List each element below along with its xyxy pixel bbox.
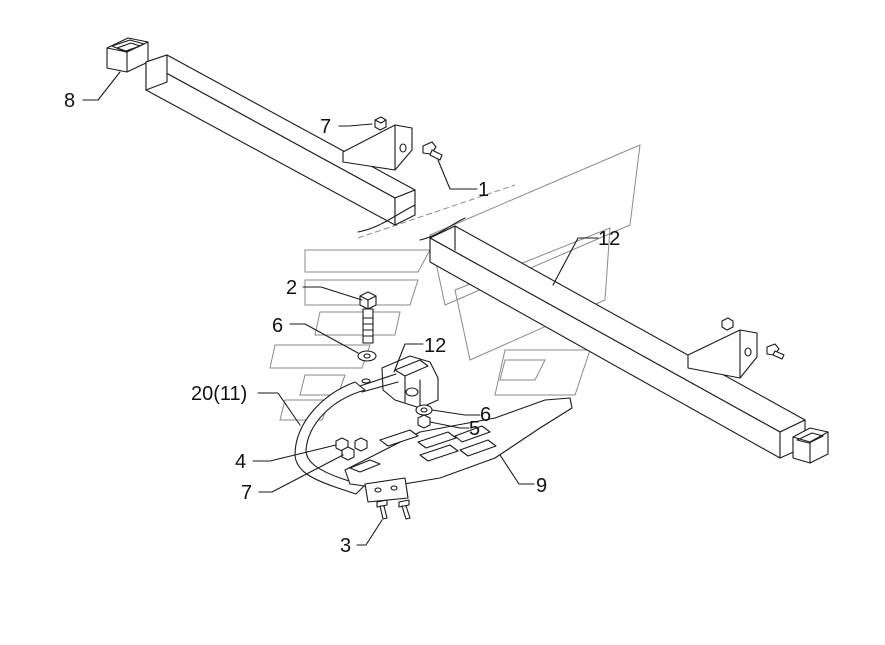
shoe-share — [344, 397, 573, 503]
washer-lower — [415, 404, 433, 416]
clamp-bracket — [381, 355, 439, 409]
callout-2: 2 — [286, 277, 297, 299]
nut-lower — [417, 414, 431, 429]
nuts-left — [335, 437, 368, 461]
callout-12-upper: 12 — [598, 228, 620, 250]
end-cap-top — [106, 37, 149, 73]
callout-8: 8 — [64, 90, 75, 112]
callout-9: 9 — [536, 475, 547, 497]
callout-4: 4 — [235, 451, 246, 473]
callout-7-upper: 7 — [320, 116, 331, 138]
right-mounting-bracket — [687, 317, 785, 379]
callout-12-lower: 12 — [424, 335, 446, 357]
end-cap-bottom — [792, 427, 829, 464]
spring-tine — [294, 373, 399, 495]
nut-upper — [374, 116, 387, 131]
callout-3: 3 — [340, 535, 351, 557]
callout-labels: 8 7 1 12 2 6 12 20(11) 6 5 4 7 9 3 — [64, 90, 620, 557]
long-bolt — [359, 291, 377, 344]
callout-6-upper: 6 — [272, 315, 283, 337]
countersunk-bolts — [376, 499, 411, 520]
callout-7-lower: 7 — [241, 482, 252, 504]
background-logo-outline — [269, 144, 641, 421]
callout-20-11: 20(11) — [191, 383, 247, 405]
upper-mounting-bracket — [342, 124, 413, 171]
leader-lines — [82, 71, 599, 546]
callout-5: 5 — [469, 418, 480, 440]
bolt-upper — [422, 141, 443, 161]
callout-1: 1 — [478, 179, 489, 201]
washer-upper — [357, 350, 377, 362]
callout-6-lower: 6 — [480, 404, 491, 426]
